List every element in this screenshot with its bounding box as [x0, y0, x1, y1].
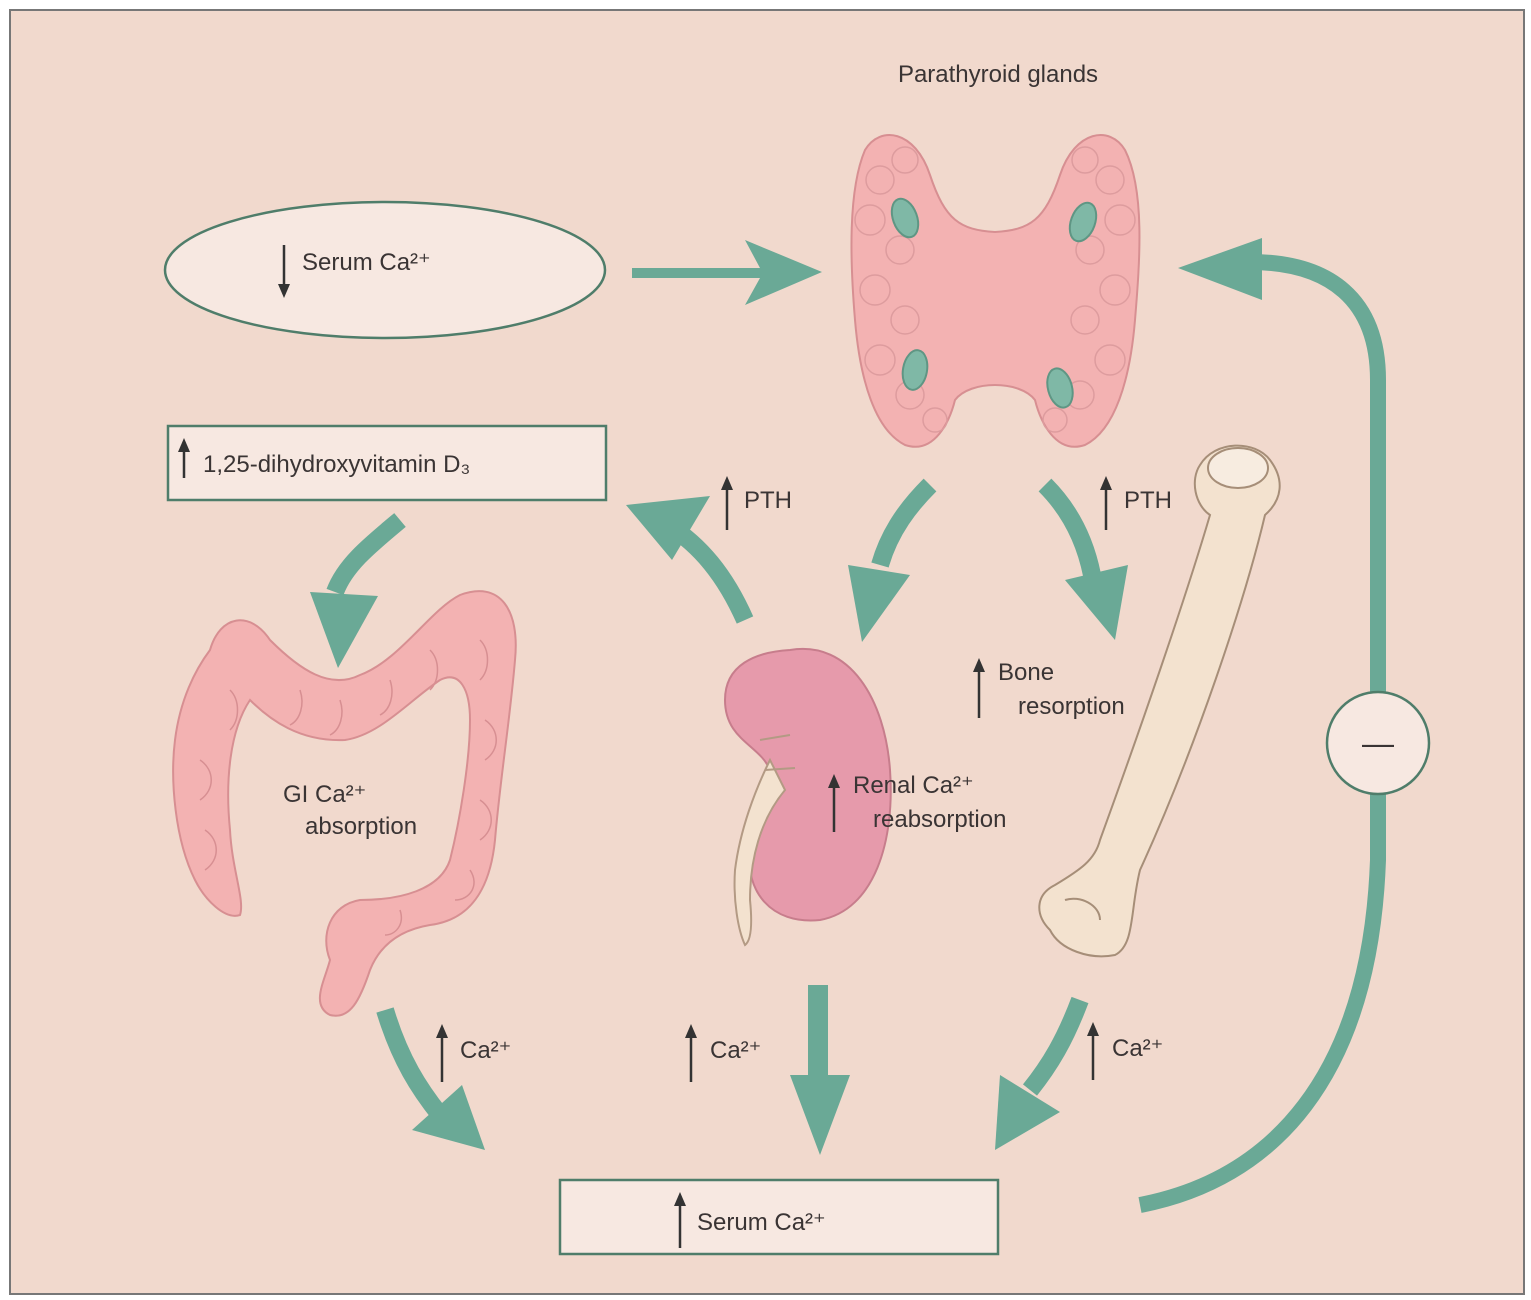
gi-absorption-label-line1: GI Ca²⁺	[283, 781, 366, 808]
vitamin-d-label: 1,25-dihydroxyvitamin D₃	[203, 451, 470, 478]
gut-calcium-label: Ca²⁺	[460, 1037, 511, 1064]
parathyroid-label: Parathyroid glands	[898, 61, 1098, 88]
bone-calcium-label: Ca²⁺	[1112, 1035, 1163, 1062]
renal-reabsorption-label-line1: Renal Ca²⁺	[853, 772, 974, 799]
high-serum-calcium-label: Serum Ca²⁺	[697, 1209, 826, 1236]
bone-resorption-label-line2: resorption	[1018, 693, 1125, 720]
gi-absorption-label-line2: absorption	[305, 813, 417, 840]
pth-left-label: PTH	[744, 487, 792, 514]
renal-reabsorption-label-line2: reabsorption	[873, 806, 1006, 833]
negative-feedback-minus: —	[1362, 725, 1394, 761]
pth-right-label: PTH	[1124, 487, 1172, 514]
kidney-calcium-label: Ca²⁺	[710, 1037, 761, 1064]
bone-resorption-label-line1: Bone	[998, 659, 1054, 686]
low-serum-calcium-label: Serum Ca²⁺	[302, 249, 431, 276]
